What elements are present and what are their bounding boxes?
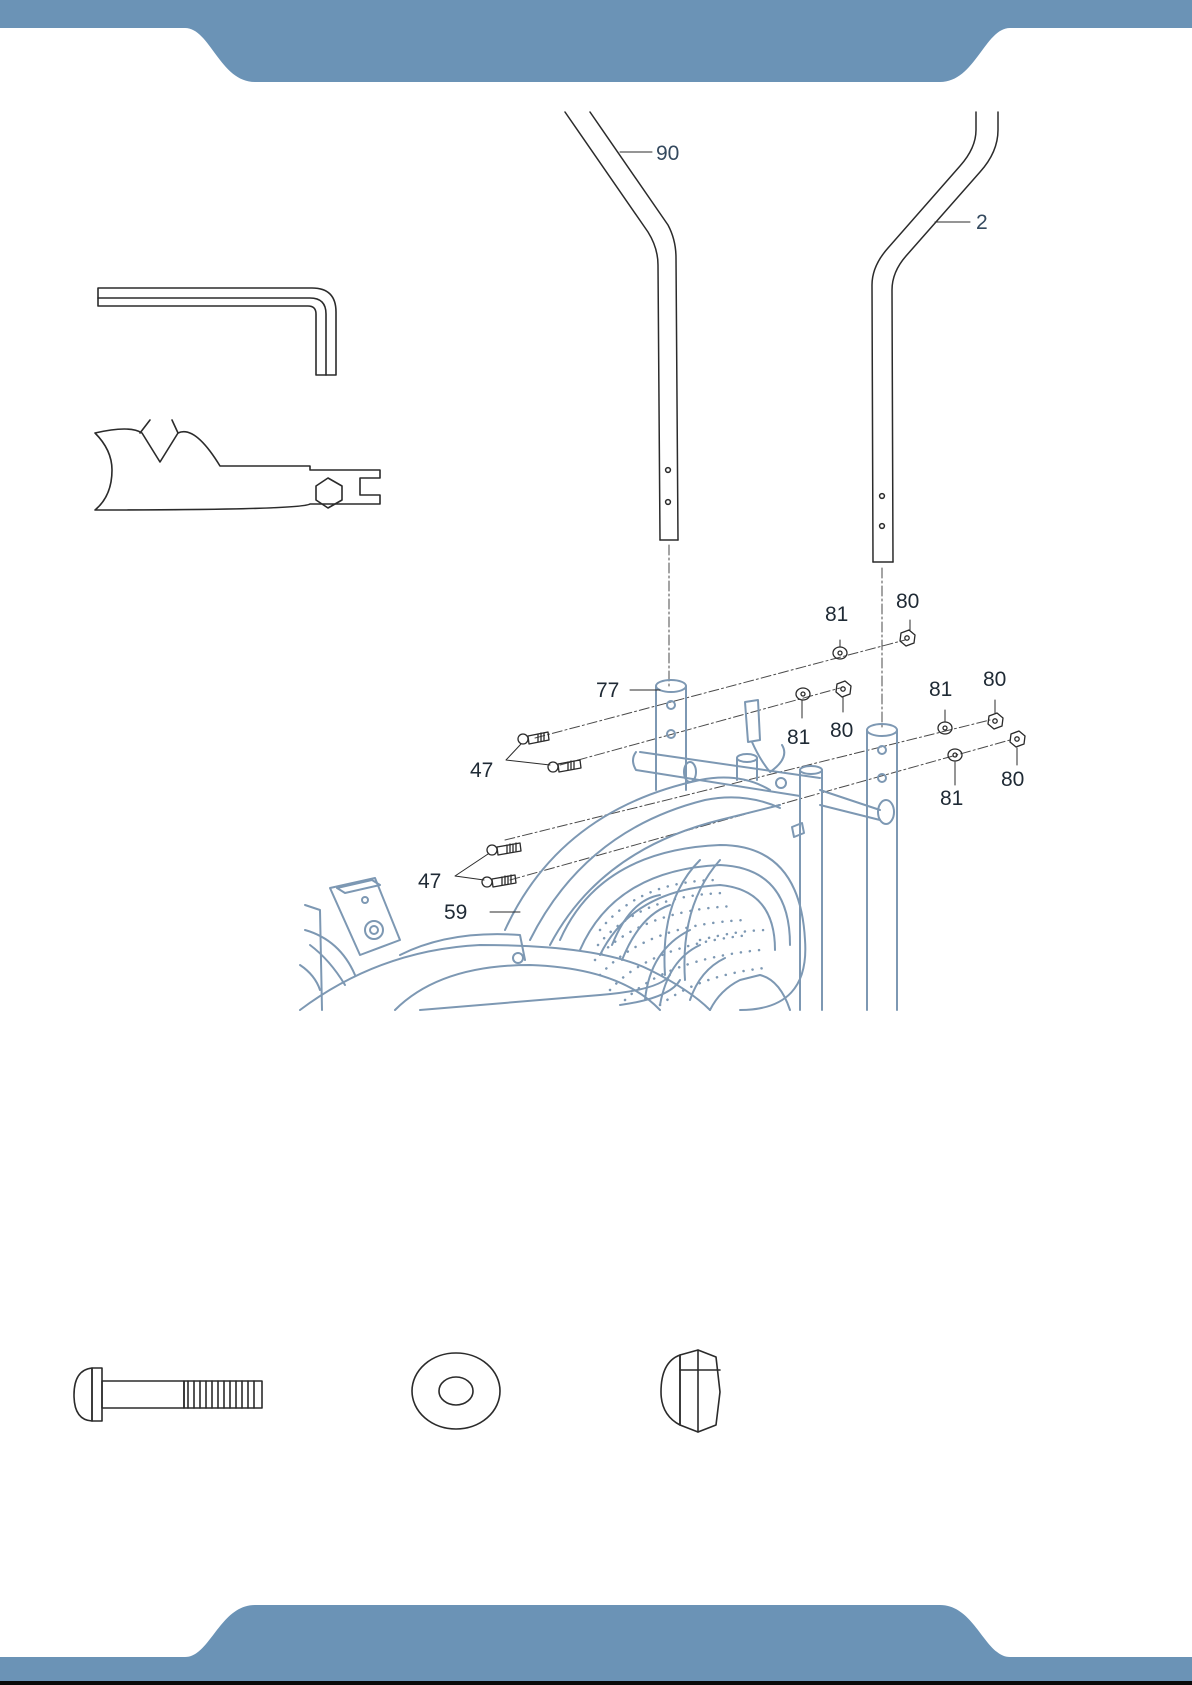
handlebar-part-2 [872,112,998,562]
alignment-guide-lines [505,545,1010,880]
label-part-80-b: 80 [830,719,853,742]
bolts-part-47-upper [518,732,581,772]
label-part-80-a: 80 [896,590,919,613]
open-end-spanner-icon [95,420,380,510]
label-part-47-lower: 47 [418,870,441,893]
handlebar-part-90 [565,112,678,540]
label-part-81-b: 81 [787,726,810,749]
label-part-2: 2 [976,211,988,234]
washer-icon [412,1353,500,1429]
label-part-81-c: 81 [929,678,952,701]
label-part-80-c: 80 [983,668,1006,691]
label-part-47-upper: 47 [470,759,493,782]
label-part-77: 77 [596,679,619,702]
label-part-59: 59 [444,901,467,924]
bolts-part-47-lower [482,843,521,887]
label-part-80-d: 80 [1001,768,1024,791]
label-part-90: 90 [656,142,679,165]
washers-part-81 [796,647,962,761]
label-part-81-d: 81 [940,787,963,810]
hex-key-icon [98,288,336,375]
bolt-icon [74,1368,262,1421]
cap-nut-icon [661,1350,720,1432]
label-part-81-a: 81 [825,603,848,626]
